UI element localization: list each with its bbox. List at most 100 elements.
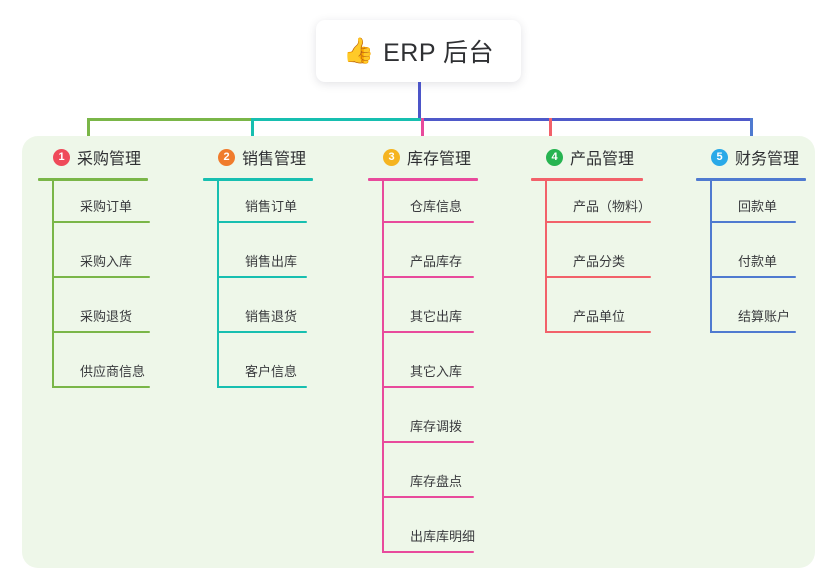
root-node-title: ERP 后台 [383,39,495,67]
leaf-label: 销售订单 [245,199,298,214]
branch-header-rule [696,178,806,181]
leaf-rule [710,331,796,333]
leaf-node[interactable]: 产品（物料） [545,189,651,223]
leaf-node[interactable]: 结算账户 [710,299,796,333]
drop-green [87,118,90,140]
leaf-node[interactable]: 销售退货 [217,299,307,333]
branch-header-rule [531,178,643,181]
branch-title: 销售管理 [242,151,307,168]
branch-title: 产品管理 [570,151,635,168]
leaf-node[interactable]: 供应商信息 [52,354,150,388]
leaf-node[interactable]: 回款单 [710,189,796,223]
leaf-label: 其它入库 [410,364,463,379]
root-node[interactable]: 👍 ERP 后台 [316,20,521,82]
branch-spine [52,180,54,388]
leaf-label: 采购入库 [80,254,133,269]
branch-column-2: 2 销售管理销售订单销售出库销售退货客户信息 [203,144,313,388]
drop-teal [251,118,254,140]
branch-header-4[interactable]: 4 产品管理 [531,144,634,170]
thumbs-up-icon: 👍 [342,36,375,65]
leaf-node[interactable]: 销售出库 [217,244,307,278]
leaf-rule [545,276,651,278]
leaf-label: 采购订单 [80,199,133,214]
branch-index-badge: 3 [383,148,400,166]
leaf-label: 库存盘点 [410,474,463,489]
leaf-rule [382,496,474,498]
leaf-rule [382,441,474,443]
branch-title: 采购管理 [77,151,142,168]
leaf-label: 回款单 [738,199,778,214]
branch-index-badge: 2 [218,148,235,166]
branch-header-rule [203,178,313,181]
leaf-node[interactable]: 付款单 [710,244,796,278]
leaf-rule [382,276,474,278]
drop-blue [750,118,753,140]
leaf-rule [545,331,651,333]
leaf-rule [52,386,150,388]
branch-spine [217,180,219,388]
leaf-node[interactable]: 其它出库 [382,299,474,333]
branch-spine [545,180,547,333]
leaf-rule [382,331,474,333]
leaf-label: 付款单 [738,254,778,269]
leaf-rule [545,221,651,223]
leaf-rule [217,331,307,333]
leaf-rule [710,221,796,223]
drop-pink [421,118,424,140]
leaf-label: 出库库明细 [410,529,476,544]
branch-column-4: 4 产品管理产品（物料） 产品分类产品单位 [531,144,651,333]
branch-spine [710,180,712,333]
leaf-label: 结算账户 [738,309,791,324]
leaf-node[interactable]: 采购退货 [52,299,150,333]
root-stem [418,82,421,119]
branch-header-2[interactable]: 2 销售管理 [203,144,306,170]
leaf-rule [382,386,474,388]
leaf-node[interactable]: 仓库信息 [382,189,474,223]
leaf-label: 客户信息 [245,364,298,379]
leaf-rule [382,551,474,553]
drop-red [549,118,552,140]
leaf-label: 供应商信息 [80,364,146,379]
leaf-label: 产品分类 [573,254,626,269]
leaf-rule [710,276,796,278]
leaf-rule [52,331,150,333]
branch-header-1[interactable]: 1 采购管理 [38,144,141,170]
leaf-node[interactable]: 产品库存 [382,244,474,278]
leaf-node[interactable]: 其它入库 [382,354,474,388]
bus-teal [251,118,421,121]
branch-index-badge: 4 [546,148,563,166]
leaf-node[interactable]: 采购订单 [52,189,150,223]
branch-header-rule [38,178,148,181]
leaf-label: 销售退货 [245,309,298,324]
leaf-label: 产品库存 [410,254,463,269]
branch-header-rule [368,178,478,181]
leaf-node[interactable]: 库存调拨 [382,409,474,443]
leaf-node[interactable]: 采购入库 [52,244,150,278]
bus-blue [421,118,751,121]
leaf-rule [52,221,150,223]
leaf-node[interactable]: 出库库明细 [382,519,476,553]
leaf-rule [382,221,474,223]
leaf-label: 产品（物料） [573,199,652,214]
leaf-node[interactable]: 销售订单 [217,189,307,223]
leaf-label: 其它出库 [410,309,463,324]
leaf-label: 库存调拨 [410,419,463,434]
leaf-node[interactable]: 客户信息 [217,354,307,388]
leaf-rule [217,386,307,388]
leaf-node[interactable]: 产品分类 [545,244,651,278]
branch-column-1: 1 采购管理采购订单采购入库采购退货供应商信息 [38,144,150,388]
branch-spine [382,180,384,553]
leaf-label: 产品单位 [573,309,626,324]
leaf-label: 销售出库 [245,254,298,269]
branch-index-badge: 1 [53,148,70,166]
leaf-node[interactable]: 产品单位 [545,299,651,333]
leaf-rule [217,276,307,278]
leaf-node[interactable]: 库存盘点 [382,464,474,498]
branch-title: 财务管理 [735,151,800,168]
bus-green [87,118,251,121]
